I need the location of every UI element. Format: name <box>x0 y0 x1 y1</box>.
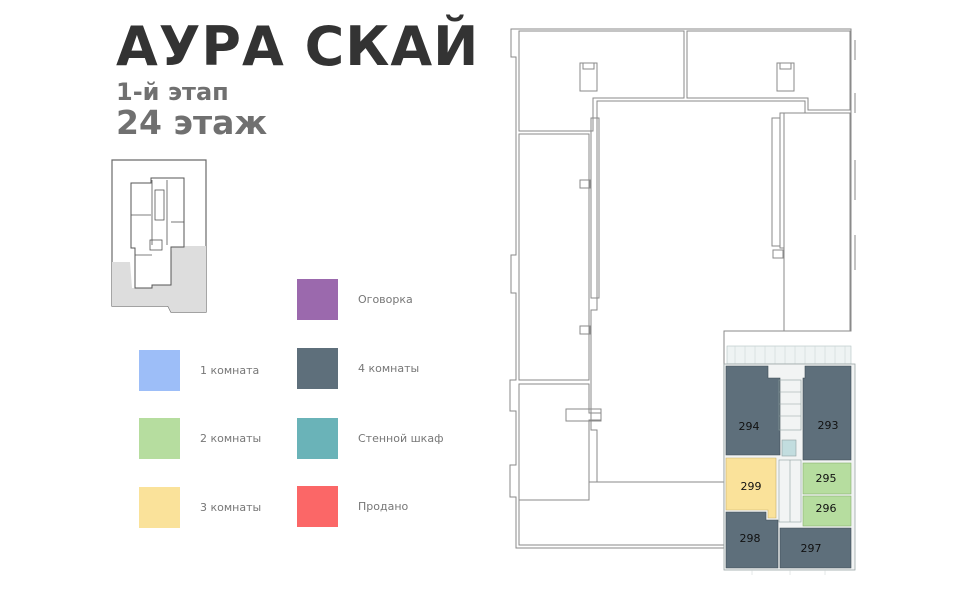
plan-corridor-bottom <box>518 481 725 546</box>
page-title: АУРА СКАЙ <box>116 15 480 78</box>
plan-shaft <box>779 62 792 70</box>
legend-swatch <box>139 350 180 391</box>
legend-item-one-room: 1 комната <box>139 350 259 391</box>
plan-room-left <box>518 133 590 381</box>
legend-swatch <box>297 418 338 459</box>
plan-shaft <box>565 408 602 422</box>
apartment-299[interactable]: 299 <box>725 457 777 519</box>
lift-shaft <box>781 439 797 457</box>
plan-column <box>579 179 591 189</box>
plan-room-top-right <box>686 30 851 111</box>
apartment-294[interactable]: 294 <box>725 365 781 456</box>
minimap-core <box>154 189 165 221</box>
legend-label: Стенной шкаф <box>358 432 444 445</box>
plan-column <box>772 249 784 259</box>
apartment-298[interactable]: 298 <box>725 511 779 569</box>
legend-swatch <box>139 418 180 459</box>
legend-label: Продано <box>358 500 409 513</box>
apartment-number: 295 <box>816 472 837 485</box>
minimap-core <box>149 239 163 251</box>
plan-wall <box>771 117 781 247</box>
legend-item-three-rooms: 3 комнаты <box>139 487 261 528</box>
apartment-295[interactable]: 295 <box>802 462 852 495</box>
apartment-297[interactable]: 297 <box>779 527 852 569</box>
plan-room-right <box>783 112 851 332</box>
legend-item-two-rooms: 2 комнаты <box>139 418 261 459</box>
plan-wall <box>590 117 600 299</box>
stage-subtitle: 1-й этап <box>116 78 229 106</box>
apartment-number: 296 <box>816 502 837 515</box>
apartment-296[interactable]: 296 <box>802 495 852 527</box>
legend-swatch <box>139 487 180 528</box>
balcony-strip <box>726 345 852 365</box>
apartment-number: 293 <box>818 419 839 432</box>
minimap-building <box>130 177 185 289</box>
apartment-number: 294 <box>739 420 760 433</box>
legend-label: 4 комнаты <box>358 362 420 375</box>
floor-subtitle: 24 этаж <box>116 103 268 142</box>
legend-item-four-rooms: 4 комнаты <box>297 348 419 389</box>
legend-label: 2 комнаты <box>200 432 262 445</box>
legend-item-reserved: Оговорка <box>297 279 413 320</box>
legend-swatch <box>297 279 338 320</box>
apartment-number: 299 <box>741 480 762 493</box>
legend-label: Оговорка <box>358 293 413 306</box>
apartment-number: 297 <box>801 542 822 555</box>
legend-label: 3 комнаты <box>200 501 262 514</box>
legend-swatch <box>297 486 338 527</box>
minimap-group <box>111 159 207 313</box>
plan-shaft <box>582 62 595 70</box>
legend-swatch <box>297 348 338 389</box>
plan-column <box>579 325 591 335</box>
legend-label: 1 комната <box>200 364 260 377</box>
apartment-293[interactable]: 293 <box>802 365 852 461</box>
apartment-number: 298 <box>740 532 761 545</box>
legend-item-wardrobe: Стенной шкаф <box>297 418 443 459</box>
plan-room-top-left <box>518 30 685 132</box>
stair-core <box>778 379 802 431</box>
legend-item-sold: Продано <box>297 486 408 527</box>
